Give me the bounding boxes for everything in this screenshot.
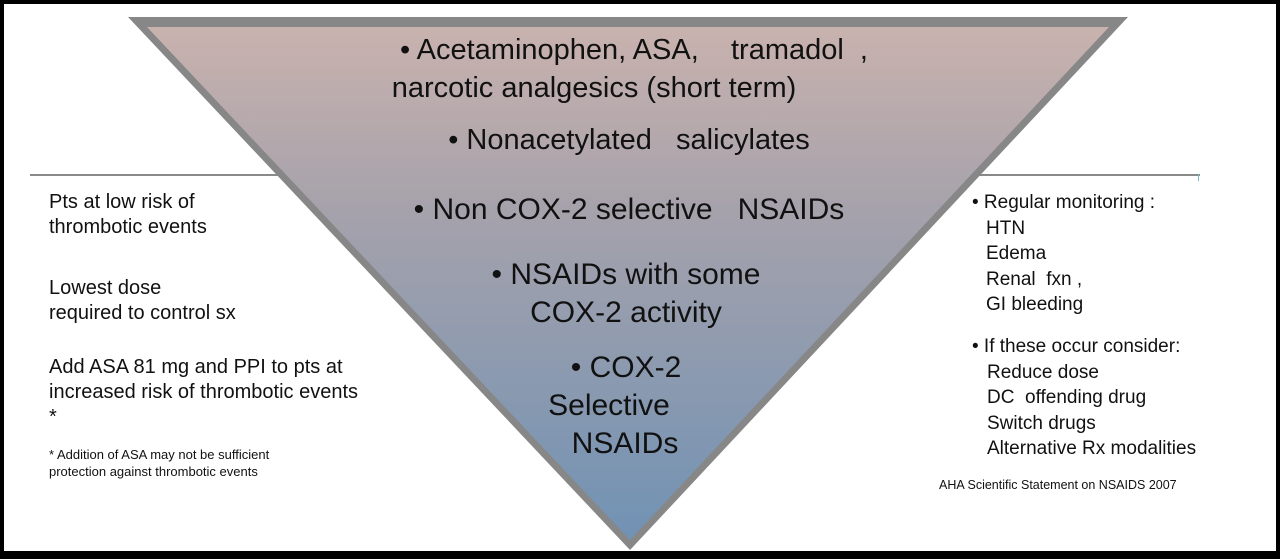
- citation: AHA Scientific Statement on NSAIDS 2007: [939, 477, 1177, 493]
- consider-item: Switch drugs: [987, 412, 1096, 434]
- citation-text: AHA Scientific Statement on NSAIDS 2007: [939, 478, 1177, 492]
- monitoring-item: GI bleeding: [986, 294, 1084, 315]
- monitoring-item: Edema: [986, 243, 1047, 264]
- note-line: Pts at low risk of: [49, 191, 195, 213]
- left-note-lowest-dose: Lowest dose required to control sx: [49, 276, 236, 326]
- note-line: thrombotic events: [49, 216, 207, 238]
- item-line: • NSAIDs with some: [491, 258, 761, 291]
- footnote-line: protection against thrombotic events: [49, 464, 258, 479]
- item-line: narcotic analgesics (short term): [391, 72, 797, 104]
- left-footnote: * Addition of ASA may not be sufficient p…: [49, 446, 269, 480]
- footnote-line: * Addition of ASA may not be sufficient: [49, 447, 270, 462]
- note-line: required to control sx: [49, 302, 236, 324]
- monitoring-header: • Regular monitoring :: [972, 192, 1156, 213]
- item-line: • Nonacetylated salicylates: [448, 124, 810, 156]
- divider-end-tick: [1198, 174, 1199, 181]
- item-line: • Acetaminophen, ASA, tramadol ,: [400, 34, 868, 66]
- item-line: NSAIDs: [571, 427, 679, 460]
- triangle-item-nonacetylated: • Nonacetylated salicylates: [304, 121, 964, 159]
- note-line: Add ASA 81 mg and PPI to pts at: [49, 356, 343, 378]
- consider-header: • If these occur consider:: [972, 336, 1181, 357]
- item-line: COX-2 activity: [530, 296, 722, 329]
- left-note-low-risk: Pts at low risk of thrombotic events: [49, 190, 207, 240]
- consider-item: Alternative Rx modalities: [987, 438, 1197, 459]
- item-line: • Non COX-2 selective NSAIDs: [413, 193, 845, 226]
- monitoring-item: Renal fxn ,: [986, 268, 1083, 290]
- left-note-add-asa: Add ASA 81 mg and PPI to pts at increased…: [49, 355, 358, 430]
- consider-item: DC offending drug: [987, 387, 1147, 408]
- right-consider-list: • If these occur consider: Reduce dose DC …: [972, 334, 1196, 462]
- note-line: Lowest dose: [49, 277, 162, 299]
- monitoring-item: HTN: [986, 217, 1026, 239]
- slide: • Acetaminophen, ASA, tramadol , narcotic…: [4, 4, 1276, 551]
- triangle-item-non-cox2-selective: • Non COX-2 selective NSAIDs: [304, 191, 964, 229]
- inverted-triangle: [128, 17, 1128, 550]
- item-line: Selective: [548, 389, 670, 422]
- triangle-fill: [147, 27, 1109, 540]
- triangle-item-acetaminophen: • Acetaminophen, ASA, tramadol , narcotic…: [304, 31, 964, 107]
- consider-item: Reduce dose: [987, 361, 1099, 383]
- item-line: • COX-2: [570, 351, 682, 384]
- note-line: increased risk of thrombotic events: [49, 381, 359, 403]
- note-line: *: [49, 406, 57, 428]
